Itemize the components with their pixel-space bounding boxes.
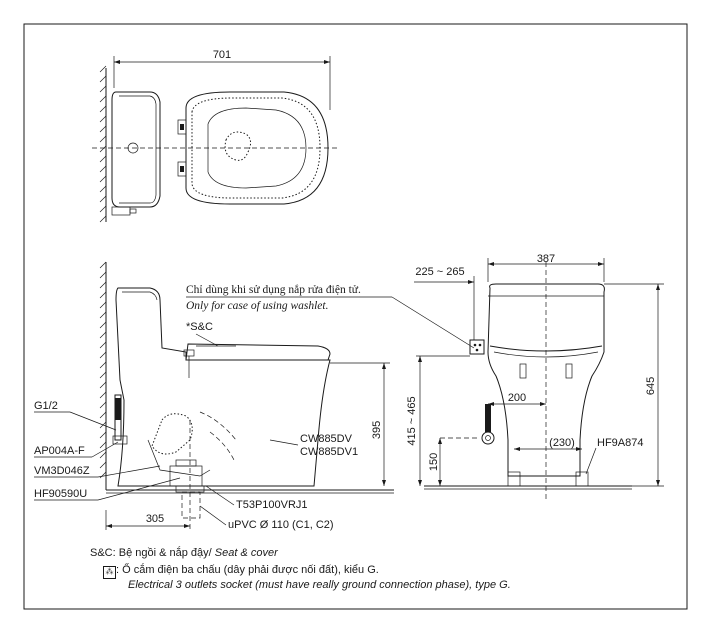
supply-valve (481, 431, 495, 445)
front-width-dim: 387 (537, 253, 555, 265)
washlet-note-vi: Chỉ dùng khi sử dụng nắp rửa điện tử. (186, 283, 361, 296)
model-label-1: CW885DV (300, 433, 353, 445)
dim-150: 150 (428, 453, 440, 471)
top-view: 701 (92, 49, 340, 223)
bolt-left (507, 471, 521, 487)
bolt-right (575, 471, 589, 487)
hinge-bottom (177, 161, 187, 177)
part-ap004a: AP004A-F (34, 445, 85, 457)
side-height-dim: 395 (371, 421, 383, 439)
side-body (115, 287, 331, 487)
drain-flange (169, 465, 203, 487)
side-view: 395 305 Chỉ dùng khi sử dụng nắp rửa điệ… (34, 261, 475, 531)
part-t53p100vrj1: T53P100VRJ1 (236, 499, 308, 511)
part-hf90590u: HF90590U (34, 488, 87, 500)
socket-legend-icon: ⁂ (103, 566, 116, 579)
rough-in-dim: 305 (146, 513, 164, 525)
front-height-dim: 645 (645, 377, 657, 395)
legend-socket-en: Electrical 3 outlets socket (must have r… (128, 579, 511, 591)
part-g12: G1/2 (34, 400, 58, 412)
part-vm3d046z: VM3D046Z (34, 465, 90, 477)
washlet-note-en: Only for case of using washlet. (186, 300, 328, 312)
supply-height-dim: 415 ~ 465 (406, 396, 418, 445)
legend-sc-text-en: Seat & cover (214, 547, 278, 559)
seat-label: *S&C (186, 321, 213, 333)
legend-socket-en-row: Electrical 3 outlets socket (must have r… (128, 578, 511, 593)
model-label-2: CW885DV1 (300, 446, 358, 458)
legend-sc-key: S&C (90, 547, 113, 559)
upvc-pipe (181, 491, 201, 519)
side-seat (185, 343, 331, 361)
legend-sc-text: : Bệ ngồi & nắp đậy/ (112, 547, 215, 559)
top-width-dim: 701 (213, 49, 231, 61)
part-hf9a874: HF9A874 (597, 437, 643, 449)
dim-200: 200 (508, 392, 526, 404)
dim-230: (230) (549, 437, 575, 449)
part-upvc: uPVC Ø 110 (C1, C2) (228, 519, 334, 531)
socket-range-dim: 225 ~ 265 (415, 266, 464, 278)
socket-symbol (469, 339, 485, 355)
legend-socket-vi: : Ổ cắm điện ba chấu (dây phải được nối … (116, 564, 379, 576)
legend-seat-cover: S&C: Bệ ngồi & nắp đậy/ Seat & cover (90, 546, 278, 561)
drawing-frame (23, 23, 688, 610)
front-body (487, 283, 605, 477)
legend-socket: ⁂: Ổ cắm điện ba chấu (dây phải được nối… (103, 563, 379, 579)
front-view: 225 ~ 265 387 645 415 ~ 465 150 200 (406, 253, 664, 500)
hinge-top (177, 119, 187, 135)
tank-outline (111, 91, 161, 208)
